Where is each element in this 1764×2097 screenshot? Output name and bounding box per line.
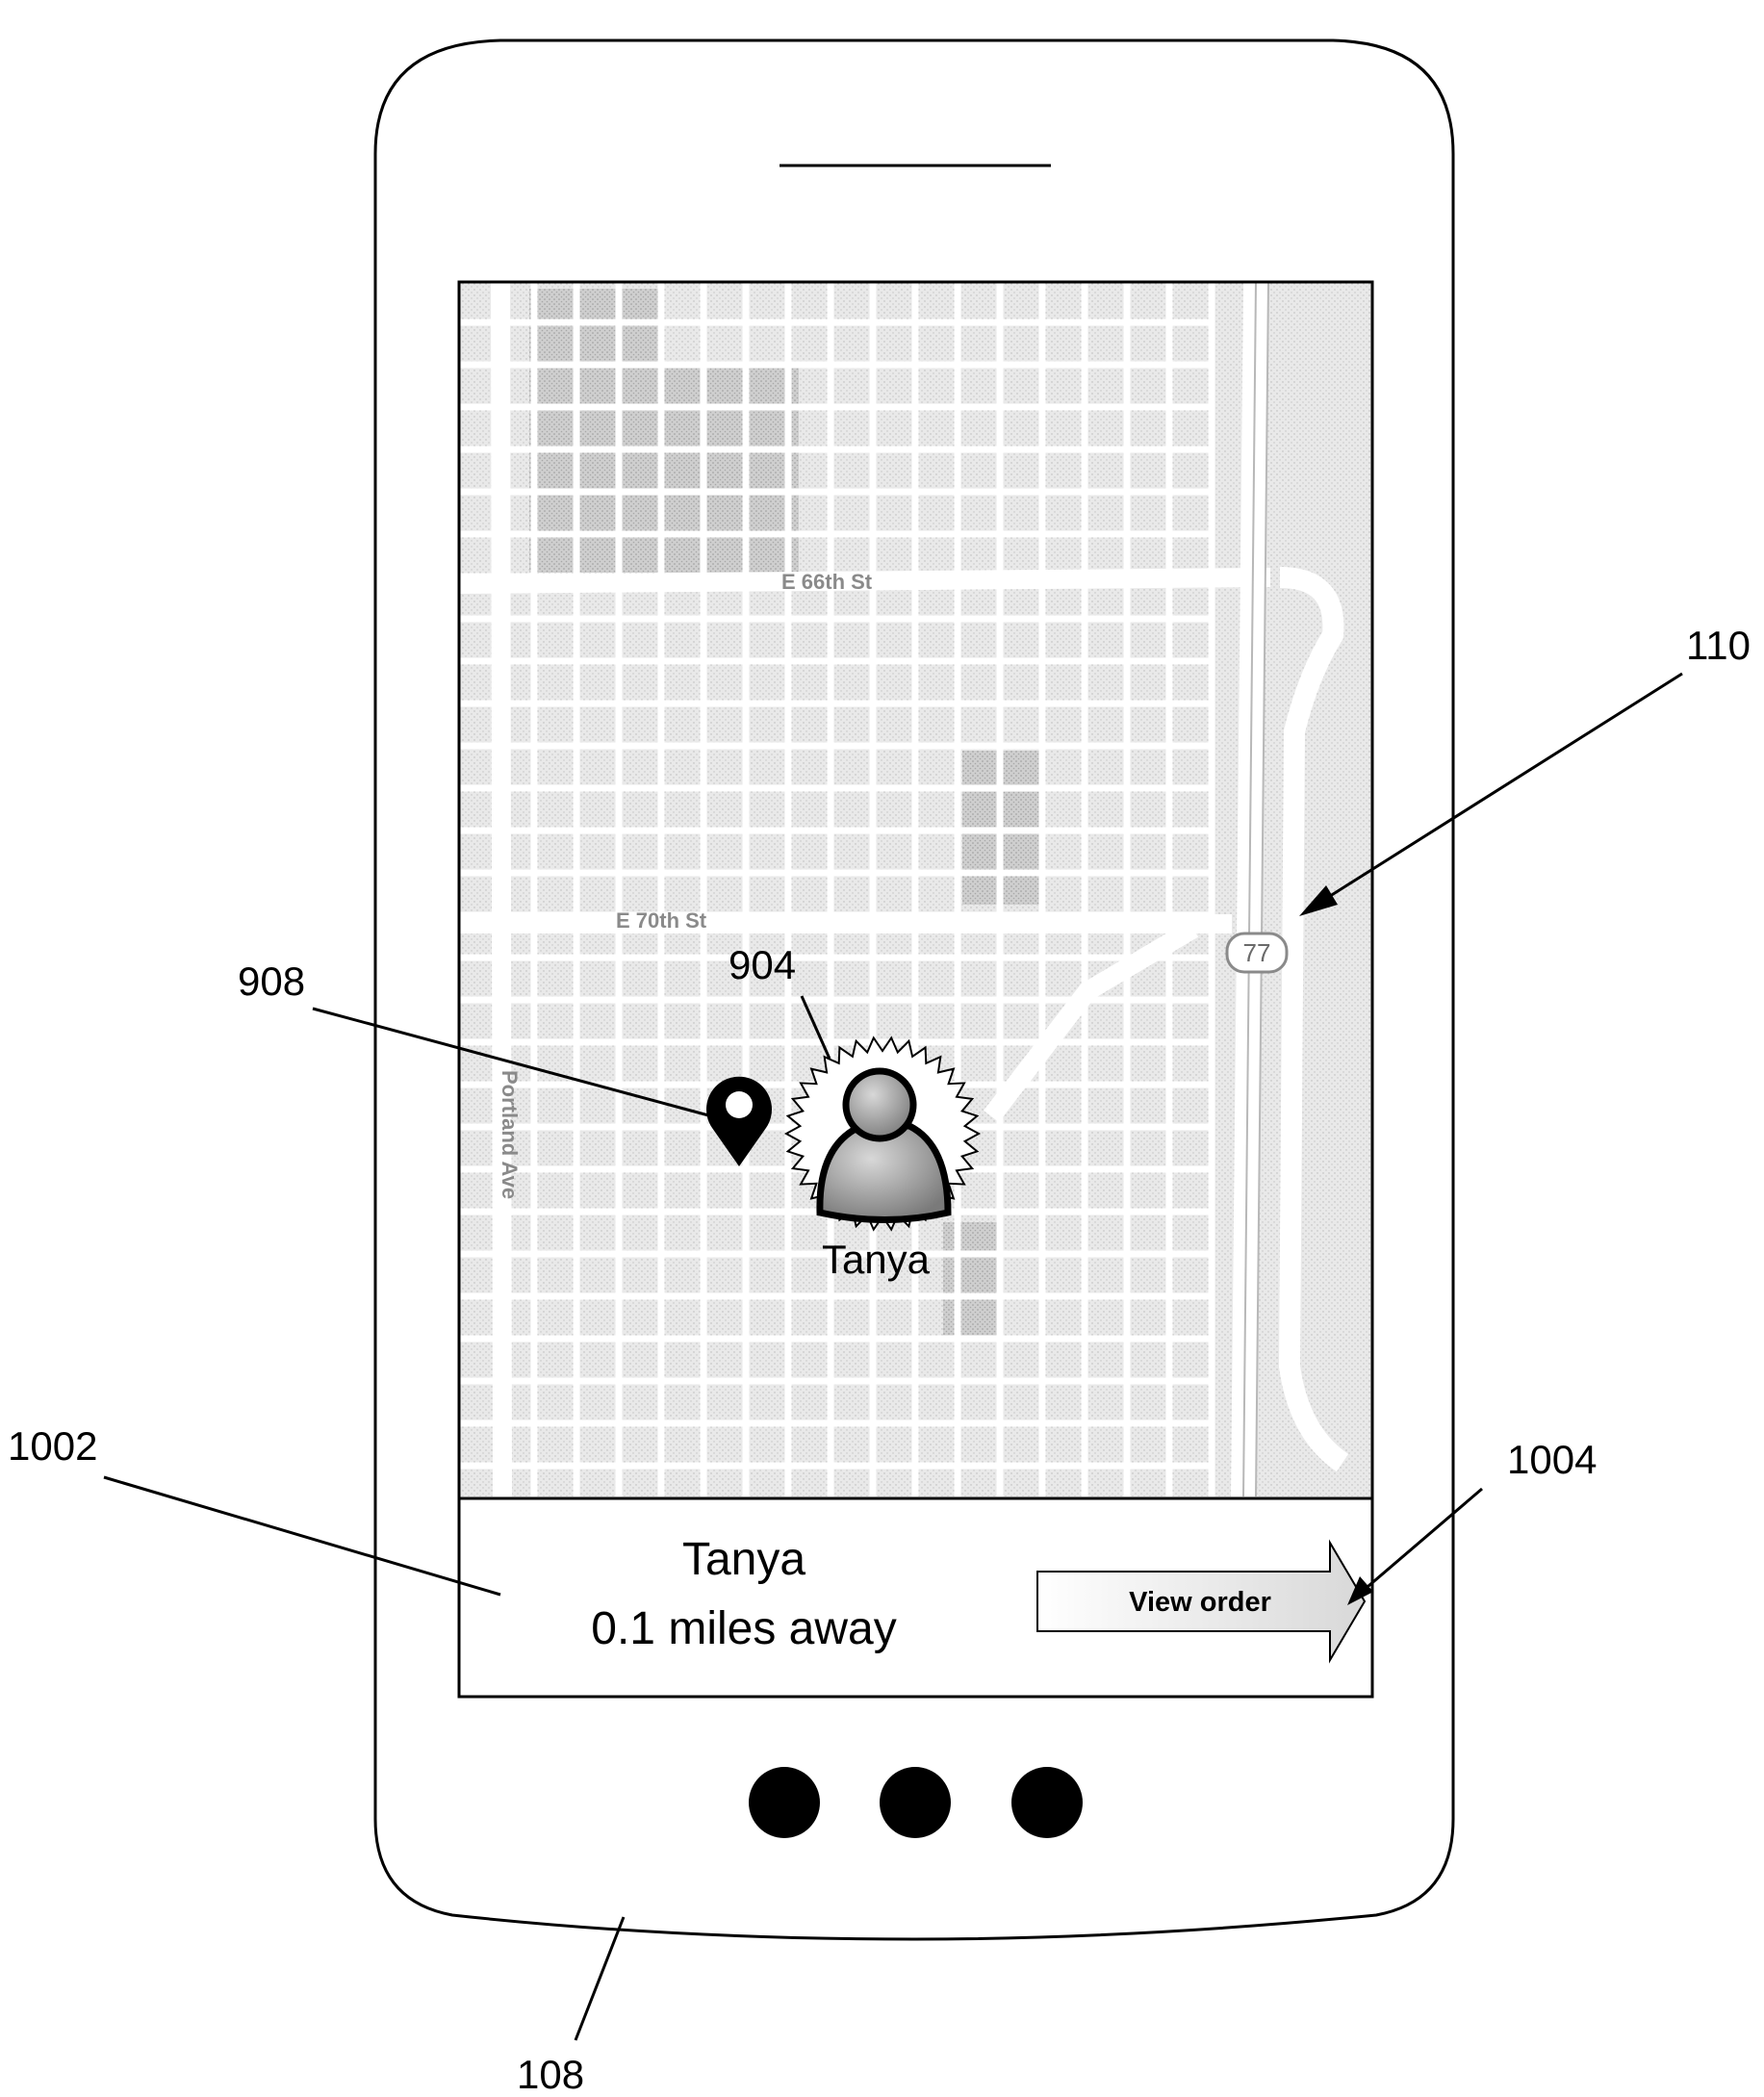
street-label-e-66th: E 66th St xyxy=(781,570,873,594)
street-label-e-70th: E 70th St xyxy=(616,908,707,933)
person-icon xyxy=(816,1067,952,1223)
road-diagonal xyxy=(984,920,1199,1123)
hardware-button-center[interactable] xyxy=(880,1767,951,1838)
ref-numeral-1002: 1002 xyxy=(8,1423,97,1469)
view-order-button[interactable]: View order xyxy=(1036,1539,1367,1664)
ref-numeral-1004: 1004 xyxy=(1507,1437,1597,1482)
view-order-label: View order xyxy=(1129,1587,1271,1618)
leader-line-1002 xyxy=(103,1475,501,1597)
ref-numeral-908: 908 xyxy=(238,959,305,1004)
reference-annotations: 110 908 904 1002 1004 108 xyxy=(8,623,1751,2097)
park-area xyxy=(654,366,799,573)
park-area xyxy=(943,1222,1001,1338)
leader-line-110 xyxy=(1308,672,1683,911)
street-label-portland: Portland Ave xyxy=(498,1070,522,1199)
leader-line-908 xyxy=(312,1007,713,1118)
leader-line-904 xyxy=(800,995,831,1060)
ref-numeral-904: 904 xyxy=(729,942,796,987)
road-e-66th-st xyxy=(459,568,1271,594)
leader-line-1004 xyxy=(1354,1487,1483,1599)
road-portland-ave xyxy=(491,282,512,1496)
hardware-button-right[interactable] xyxy=(1011,1767,1083,1838)
highway-77 xyxy=(1231,282,1349,1496)
info-panel: Tanya 0.1 miles away xyxy=(459,1496,1372,1654)
arrowhead-1004 xyxy=(1347,1576,1373,1605)
arrowhead-110 xyxy=(1299,885,1338,916)
hardware-button-left[interactable] xyxy=(749,1767,820,1838)
park-area xyxy=(529,289,664,573)
ref-numeral-108: 108 xyxy=(517,2052,584,2097)
user-marker[interactable]: Tanya xyxy=(783,1036,982,1282)
info-panel-name: Tanya xyxy=(682,1534,805,1585)
location-pin-icon[interactable] xyxy=(705,1076,772,1166)
map-view[interactable]: E 66th St E 70th St Portland Ave 77 xyxy=(459,282,1372,1496)
user-marker-name: Tanya xyxy=(822,1237,931,1282)
leader-line-108 xyxy=(574,1916,626,2041)
screen-frame xyxy=(457,280,1374,1699)
route-shield: 77 xyxy=(1225,932,1289,974)
svg-text:77: 77 xyxy=(1243,938,1271,967)
info-panel-distance: 0.1 miles away xyxy=(591,1603,896,1654)
ref-numeral-110: 110 xyxy=(1686,623,1751,668)
